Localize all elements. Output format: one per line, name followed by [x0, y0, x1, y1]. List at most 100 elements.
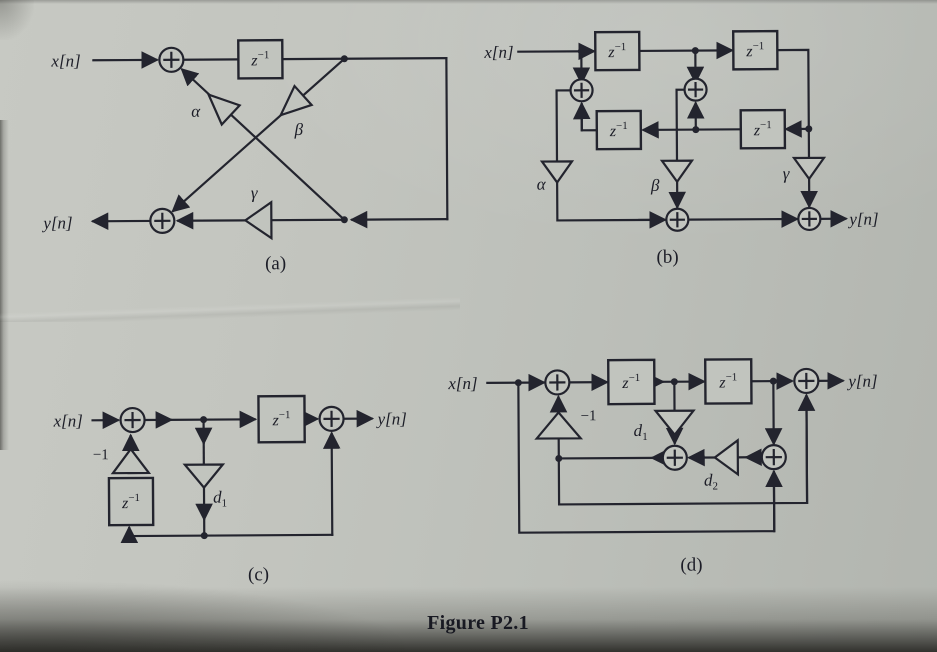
- input-label: x[n]: [53, 411, 83, 430]
- delay-label: z−1: [718, 371, 737, 391]
- subfigure-tag-a: (a): [265, 253, 286, 274]
- gain-neg1-label: −1: [581, 408, 597, 424]
- adder: [149, 207, 176, 235]
- diagram-a: x[n] y[n] z−1 α β γ (a): [41, 38, 449, 274]
- feedback-wire: [445, 57, 449, 221]
- gain-neg1-label: −1: [93, 447, 109, 463]
- wire: [797, 393, 816, 505]
- delay-block: [607, 358, 656, 406]
- gain-beta-label: β: [650, 176, 660, 195]
- input-label: x[n]: [447, 374, 477, 393]
- cross-wire-beta: [171, 57, 346, 213]
- adder: [797, 206, 822, 232]
- gain-neg1-triangle: [534, 410, 584, 440]
- cross-wire-alpha: [180, 67, 346, 222]
- gain-alpha-triangle: [206, 92, 242, 127]
- figure-caption: Figure P2.1: [427, 612, 529, 634]
- delay-label: z−1: [250, 49, 269, 69]
- wire: [322, 431, 341, 536]
- subfigure-tag-c: (c): [248, 564, 269, 585]
- node-dot: [769, 377, 777, 385]
- gain-beta-triangle: [278, 84, 314, 117]
- node-dot: [200, 532, 208, 540]
- subfigure-tag-b: (b): [656, 247, 678, 268]
- delay-block: [237, 38, 284, 80]
- output-label: y[n]: [846, 372, 877, 391]
- adder: [119, 406, 146, 434]
- node-dot: [200, 416, 208, 424]
- node-dot: [514, 379, 522, 387]
- page-left-shadow: [0, 120, 9, 450]
- feedback-wire: [128, 533, 334, 538]
- output-label: y[n]: [376, 409, 407, 428]
- adder: [665, 207, 690, 232]
- wire: [555, 89, 572, 164]
- gain-gamma-triangle: [243, 200, 273, 241]
- adder: [683, 77, 708, 102]
- gain-gamma-triangle: [791, 156, 827, 181]
- delay-label: z−1: [745, 40, 764, 60]
- wire: [281, 57, 448, 61]
- wire: [167, 410, 258, 429]
- paper-crease: [0, 296, 460, 322]
- delay-label: z−1: [121, 492, 140, 512]
- delay-label: z−1: [272, 409, 291, 429]
- delay-block: [107, 476, 155, 527]
- delay-block: [731, 29, 779, 71]
- corner-shadow: [0, 0, 34, 40]
- gain-d1-triangle: [182, 463, 226, 490]
- wire: [580, 103, 598, 132]
- node-dot: [692, 126, 700, 134]
- wire: [687, 210, 799, 228]
- delay-label: z−1: [753, 119, 772, 139]
- diagram-c: x[n] y[n] z−1 z−1 −1 d1 (c): [53, 394, 407, 585]
- gain-alpha-label: α: [537, 175, 547, 194]
- adder: [793, 367, 820, 395]
- adder: [158, 46, 185, 73]
- gain-alpha-triangle: [539, 160, 575, 185]
- adder: [544, 369, 571, 396]
- delay-label: z−1: [621, 372, 640, 392]
- input-label: x[n]: [483, 43, 513, 62]
- delay-block: [594, 30, 641, 72]
- gain-gamma-label: γ: [251, 183, 259, 202]
- input-label: x[n]: [50, 51, 80, 70]
- diagram-b: x[n] y[n] z−1 z−1 z−1 z−1 α β γ (b): [483, 29, 879, 268]
- node-dot: [691, 47, 699, 55]
- gain-beta-label: β: [294, 120, 304, 139]
- delay-block: [595, 109, 643, 151]
- adder: [318, 405, 345, 433]
- gain-d1-triangle: [653, 409, 696, 437]
- feedback-wire: [349, 210, 449, 229]
- node-dot: [340, 55, 348, 63]
- adder: [661, 444, 688, 471]
- gain-d1-label: d1: [213, 487, 227, 509]
- adder: [569, 78, 594, 103]
- wire: [556, 181, 657, 222]
- output-label: y[n]: [41, 213, 72, 232]
- node-dot: [805, 125, 813, 133]
- node-dot: [555, 454, 563, 462]
- gain-d2-label: d2: [704, 470, 718, 492]
- wire: [776, 48, 811, 160]
- delay-label: z−1: [609, 120, 628, 140]
- diagram-d: x[n] y[n] z−1 z−1 −1 d1 d2 (d): [447, 358, 878, 576]
- wire: [675, 88, 686, 163]
- gain-beta-triangle: [659, 159, 695, 184]
- adder: [760, 443, 787, 471]
- gain-d1-label: d1: [634, 421, 648, 443]
- node-dot: [340, 216, 348, 224]
- subfigure-tag-d: (d): [680, 555, 702, 576]
- delay-block: [739, 108, 787, 150]
- node-dot: [670, 378, 678, 386]
- delay-label: z−1: [607, 41, 626, 61]
- gain-neg1-triangle: [110, 447, 152, 475]
- gain-d2-triangle: [712, 438, 740, 477]
- delay-block: [704, 358, 753, 405]
- delay-block: [257, 394, 306, 444]
- wire: [638, 41, 734, 60]
- wire: [557, 456, 656, 460]
- gain-gamma-label: γ: [783, 164, 791, 183]
